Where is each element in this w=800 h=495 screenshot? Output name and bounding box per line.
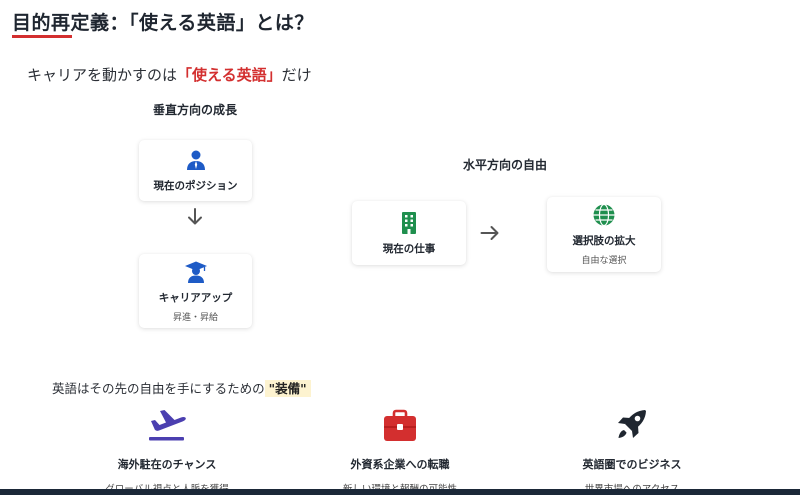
arrow-right-icon: [480, 226, 499, 240]
benefit-english-business-title: 英語圏でのビジネス: [582, 458, 682, 471]
globe-icon: [593, 203, 615, 227]
briefcase-icon: [384, 409, 416, 441]
footer-bar: [0, 489, 800, 495]
subtitle-highlight: 「使える英語」: [177, 66, 282, 84]
benefit-overseas: 海外駐在のチャンス グローバル視点と人脈を獲得: [67, 408, 267, 495]
subtitle-prefix: キャリアを動かすのは: [27, 66, 178, 84]
benefit-foreign-company: 外資系企業への転職 新しい環境と報酬の可能性: [300, 408, 500, 495]
airplane-icon: [149, 410, 186, 441]
card-current-position: 現在のポジション: [139, 140, 252, 201]
card-current-job-label: 現在の仕事: [382, 242, 436, 255]
benefit-english-business: 英語圏でのビジネス 世界市場へのアクセス: [532, 408, 732, 495]
card-current-position-label: 現在のポジション: [153, 180, 238, 192]
equipment-statement: 英語はその先の自由を手にするための"装備": [52, 378, 311, 397]
title-underline: [12, 35, 72, 38]
equipment-statement-text: 英語はその先の自由を手にするための: [52, 381, 265, 396]
equipment-tag: "装備": [264, 380, 311, 397]
arrow-down-icon: [188, 208, 202, 225]
card-choice-expand-sub: 自由な選択: [581, 256, 627, 266]
benefit-foreign-company-title: 外資系企業への転職: [350, 458, 450, 471]
building-icon: [402, 211, 416, 234]
card-current-job: 現在の仕事: [352, 201, 466, 265]
card-career-up-label: キャリアアップ: [158, 291, 233, 304]
subtitle-suffix: だけ: [281, 66, 312, 84]
rocket-icon: [618, 410, 646, 438]
page-title: 目的再定義：「使える英語」とは？: [12, 12, 314, 34]
vertical-heading: 垂直方向の成長: [153, 103, 238, 117]
benefit-overseas-title: 海外駐在のチャンス: [117, 458, 217, 471]
horizontal-heading: 水平方向の自由: [463, 158, 548, 172]
card-choice-expand-label: 選択肢の拡大: [572, 235, 636, 247]
card-choice-expand: 選択肢の拡大 自由な選択: [547, 197, 661, 272]
card-career-up: キャリアアップ 昇進・昇給: [139, 254, 252, 328]
subtitle: キャリアを動かすのは「使える英語」だけ: [27, 64, 312, 85]
card-career-up-sub: 昇進・昇給: [172, 312, 218, 323]
person-icon: [186, 150, 205, 170]
graduation-cap-icon: [184, 261, 207, 283]
